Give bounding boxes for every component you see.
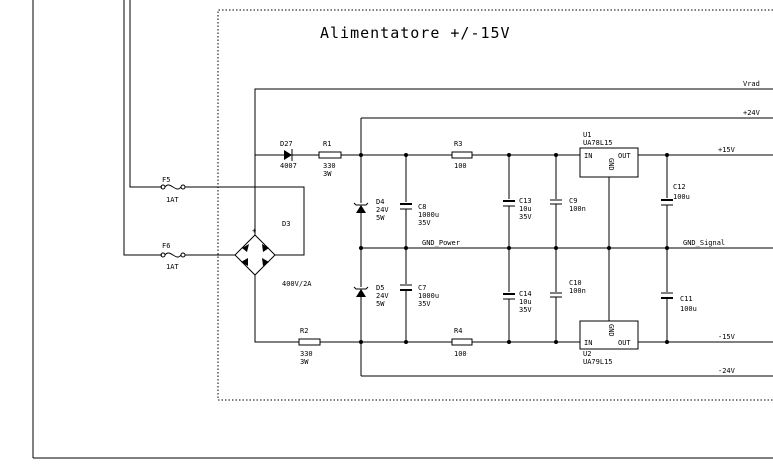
fuse-f6-ref: F6 [162, 242, 170, 250]
resistor-r1-value: 330 [323, 162, 336, 170]
net-plus24: +24V [743, 109, 761, 117]
capacitor-c9-ref: C9 [569, 197, 577, 205]
capacitor-c13: C13 10u 35V [503, 197, 532, 221]
resistor-r1: R1 330 3W [318, 140, 342, 178]
capacitor-c9: C9 100n [550, 197, 586, 213]
zener-d5-ref: D5 [376, 284, 384, 292]
regulator-u2-ref: U2 [583, 350, 591, 358]
resistor-r2: R2 330 3W [298, 327, 321, 366]
u1-pin-gnd: GND [607, 158, 615, 171]
input-wire-2 [123, 0, 162, 256]
regulator-u1-ref: U1 [583, 131, 591, 139]
zener-d4-power: 5W [376, 214, 385, 222]
wire-bridge-r2 [254, 275, 299, 343]
capacitor-c7: C7 1000u 35V [400, 284, 439, 308]
regulator-u1-value: UA78L15 [583, 139, 613, 147]
net-vrad: Vrad [743, 80, 760, 88]
fuse-f6: F6 1AT [160, 242, 186, 271]
capacitor-c10-value: 100n [569, 287, 586, 295]
fuse-f5: F5 1AT [160, 176, 186, 204]
resistor-r1-power: 3W [323, 170, 332, 178]
capacitor-c13-ref: C13 [519, 197, 532, 205]
wire-f5-bridge [185, 186, 305, 256]
resistor-r2-ref: R2 [300, 327, 308, 335]
net-minus15: -15V [718, 333, 736, 341]
u2-pin-gnd: GND [607, 324, 615, 337]
capacitor-c8-voltage: 35V [418, 219, 431, 227]
capacitor-c8-value: 1000u [418, 211, 439, 219]
resistor-r4-value: 100 [454, 350, 467, 358]
resistor-r4: R4 100 [451, 327, 473, 358]
capacitor-c13-voltage: 35V [519, 213, 532, 221]
capacitor-c10-ref: C10 [569, 279, 582, 287]
net-gnd-power: GND_Power [422, 239, 460, 247]
resistor-r3-value: 100 [454, 162, 467, 170]
zener-d4-ref: D4 [376, 198, 384, 206]
fuse-f5-ref: F5 [162, 176, 170, 184]
resistor-r3-ref: R3 [454, 140, 462, 148]
zener-d4-value: 24V [376, 206, 389, 214]
zener-d5-power: 5W [376, 300, 385, 308]
capacitor-c12-ref: C12 [673, 183, 686, 191]
zener-d5: D5 24V 5W [353, 284, 389, 308]
capacitor-c7-value: 1000u [418, 292, 439, 300]
capacitor-c9-value: 100n [569, 205, 586, 213]
capacitor-c12: C12 100u [661, 183, 690, 206]
net-plus15: +15V [718, 146, 736, 154]
capacitor-c10: C10 100n [550, 279, 586, 298]
capacitor-c14-voltage: 35V [519, 306, 532, 314]
net-minus24: -24V [718, 367, 736, 375]
capacitor-c14: C14 10u 35V [503, 290, 532, 314]
svg-text:+: + [252, 227, 256, 235]
regulator-u1: U1 UA78L15 IN OUT GND [579, 131, 639, 178]
zener-d5-value: 24V [376, 292, 389, 300]
capacitor-c14-value: 10u [519, 298, 532, 306]
input-wire-1 [129, 0, 162, 188]
resistor-r2-value: 330 [300, 350, 313, 358]
vrad-wire [254, 88, 773, 235]
resistor-r1-ref: R1 [323, 140, 331, 148]
capacitor-c12-value: 100u [673, 193, 690, 201]
net-gnd-signal: GND_Signal [683, 239, 725, 247]
u2-pin-in: IN [584, 339, 592, 347]
diode-d27-ref: D27 [280, 140, 293, 148]
resistor-r2-power: 3W [300, 358, 309, 366]
resistor-r4-ref: R4 [454, 327, 462, 335]
capacitor-c7-voltage: 35V [418, 300, 431, 308]
power-supply-block-border [217, 9, 773, 401]
bridge-rectifier-d3: + D3 400V/2A [234, 220, 312, 288]
fuse-f5-value: 1AT [166, 196, 179, 204]
u2-pin-out: OUT [618, 339, 631, 347]
capacitor-c14-ref: C14 [519, 290, 532, 298]
regulator-u2-value: UA79L15 [583, 358, 613, 366]
u1-pin-out: OUT [618, 152, 631, 160]
capacitor-c11-ref: C11 [680, 295, 693, 303]
capacitor-c11-value: 100u [680, 305, 697, 313]
regulator-u2: GND IN OUT U2 UA79L15 [579, 320, 639, 366]
diode-d27-value: 4007 [280, 162, 297, 170]
u1-pin-in: IN [584, 152, 592, 160]
block-title: Alimentatore +/-15V [320, 24, 511, 42]
capacitor-c11: C11 100u [661, 292, 697, 313]
bridge-d3-ref: D3 [282, 220, 290, 228]
zener-d4: D4 24V 5W [353, 198, 389, 222]
resistor-r3: R3 100 [451, 140, 473, 170]
capacitor-c7-ref: C7 [418, 284, 426, 292]
capacitor-c13-value: 10u [519, 205, 532, 213]
capacitor-c8-ref: C8 [418, 203, 426, 211]
bridge-d3-value: 400V/2A [282, 280, 312, 288]
fuse-f6-value: 1AT [166, 263, 179, 271]
